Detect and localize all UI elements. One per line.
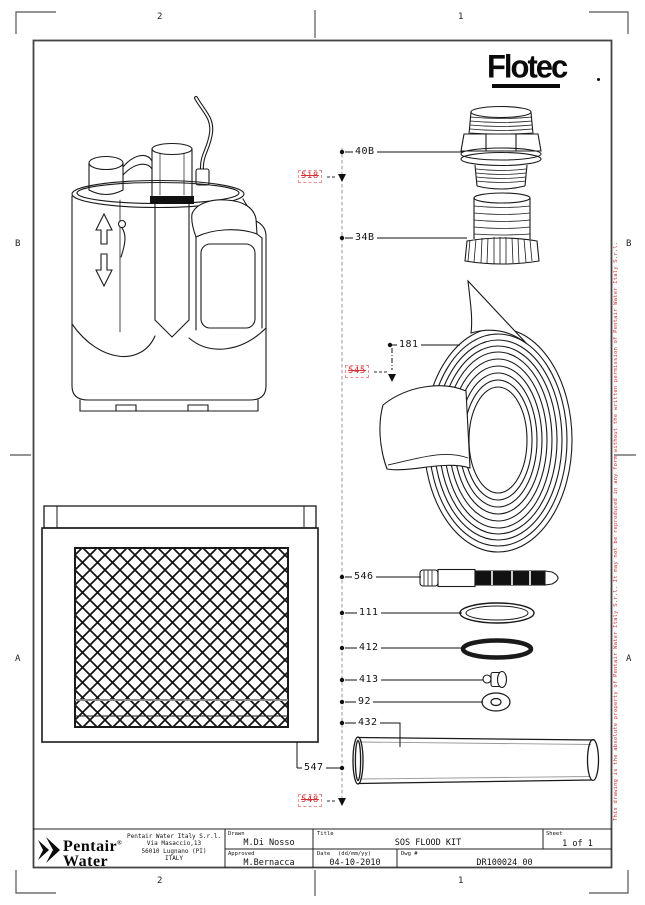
flotec-logo: Flotec	[487, 48, 568, 85]
company-address: Pentair Water Italy S.r.l. Via Masaccio,…	[127, 833, 221, 863]
zone-bottom-1: 1	[458, 876, 464, 886]
part-label-92: 92	[356, 696, 374, 707]
adapter-40B-illustration	[460, 105, 542, 190]
dwg-number: DR100024_00	[476, 858, 533, 868]
pentair-wordmark: Pentair® Water	[63, 837, 123, 871]
revision-flag-548: 548	[298, 794, 322, 807]
drawing-title: SOS FLOOD KIT	[394, 838, 462, 848]
dwg-label: Dwg #	[401, 851, 418, 857]
pentair-wordmark-line2: Water	[63, 853, 109, 871]
leader-lines	[296, 148, 483, 806]
title-label: Title	[317, 831, 334, 837]
revision-flag-518: 518	[298, 170, 322, 183]
tube-432-illustration	[352, 736, 600, 785]
flotec-logo-dot	[597, 78, 600, 81]
float-sensor-546-illustration	[419, 568, 559, 588]
plug-413-illustration	[482, 670, 508, 689]
part-label-547: 547	[302, 762, 326, 773]
oring-111-illustration	[459, 602, 535, 624]
part-label-34B: 34B	[353, 232, 377, 243]
zone-left-a: A	[15, 654, 21, 664]
zone-right-b: B	[626, 239, 632, 249]
net-bag-illustration	[41, 505, 319, 743]
part-label-546: 546	[352, 571, 376, 582]
up-down-arrows-icon	[95, 212, 113, 288]
title-block-grid	[33, 828, 612, 868]
pump-illustration	[71, 96, 267, 412]
part-label-412: 412	[357, 642, 381, 653]
part-label-432: 432	[356, 717, 380, 728]
coupling-34B-illustration	[464, 192, 540, 265]
registered-mark: ®	[117, 841, 123, 847]
pentair-wordmark-line1: Pentair®	[63, 838, 123, 856]
sheet-value: 1 of 1	[562, 839, 593, 849]
date-value: 04-10-2010	[329, 858, 381, 868]
part-label-181: 181	[397, 339, 421, 350]
drawn-value: M.Di Nosso	[243, 838, 295, 848]
flotec-logo-underline	[492, 84, 560, 88]
drawn-label: Drawn	[228, 831, 245, 837]
approved-value: M.Bernacca	[243, 858, 295, 868]
zone-top-1: 1	[458, 12, 464, 22]
zone-left-b: B	[15, 239, 21, 249]
pentair-logo-icon	[38, 837, 60, 863]
zone-right-a: A	[626, 654, 632, 664]
approved-label: Approved	[228, 851, 255, 857]
part-label-111: 111	[357, 607, 381, 618]
zone-bottom-2: 2	[157, 876, 163, 886]
washer-92-illustration	[481, 692, 511, 712]
ownership-note: This drawing is the absolute property of…	[613, 241, 619, 821]
part-label-40B: 40B	[353, 146, 377, 157]
hose-coil-illustration	[379, 279, 573, 553]
sheet-label: Sheet	[546, 831, 563, 837]
page-frame	[10, 10, 636, 896]
oring-412-illustration	[460, 638, 534, 660]
zone-top-2: 2	[157, 12, 163, 22]
part-label-413: 413	[357, 674, 381, 685]
revision-flag-545: 545	[345, 365, 369, 378]
date-label: Date	[317, 851, 331, 857]
date-format: (dd/mm/yy)	[338, 851, 372, 857]
